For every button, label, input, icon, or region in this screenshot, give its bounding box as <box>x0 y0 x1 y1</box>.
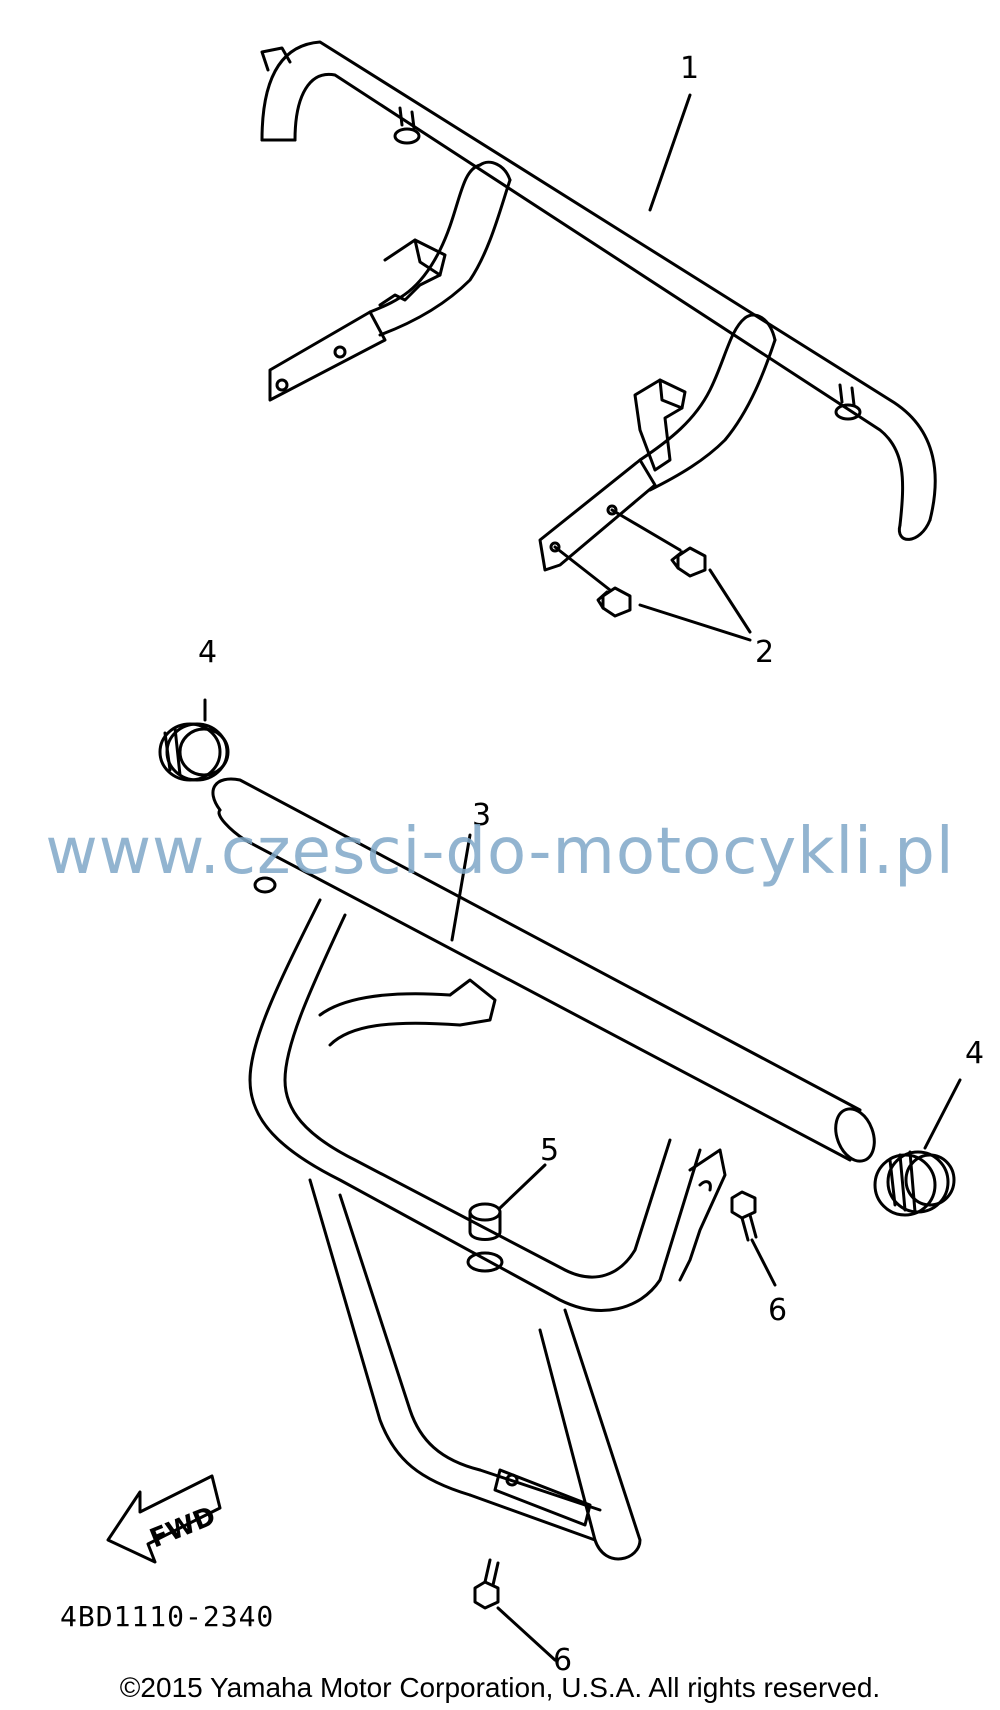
bolts-part-2 <box>553 508 752 642</box>
bolts-part-6 <box>473 1190 777 1662</box>
end-plug-part-4-right <box>873 1078 962 1217</box>
callout-part-4-top: 4 <box>198 635 217 670</box>
callout-part-5: 5 <box>540 1133 559 1168</box>
callout-part-1: 1 <box>680 51 699 86</box>
damper-part-5 <box>466 1163 547 1273</box>
fwd-label: FWD <box>146 1501 220 1554</box>
diagram-code: 4BD1110-2340 <box>60 1600 275 1633</box>
callout-part-2: 2 <box>755 635 774 670</box>
callout-part-6-mid: 6 <box>768 1293 787 1328</box>
leader-part-1 <box>648 93 692 212</box>
copyright-notice: ©2015 Yamaha Motor Corporation, U.S.A. A… <box>119 1672 881 1703</box>
callout-part-3: 3 <box>472 798 491 833</box>
callout-part-6-bottom: 6 <box>553 1643 572 1678</box>
callout-part-4-right: 4 <box>965 1036 984 1071</box>
leader-part-3 <box>450 833 472 942</box>
watermark: www.czesci-do-motocykli.pl <box>45 815 955 889</box>
fwd-arrow-icon <box>106 1474 222 1564</box>
front-guard-part-3 <box>211 777 876 1561</box>
end-plug-part-4-top <box>158 698 230 782</box>
rear-guard-part-1 <box>260 40 937 572</box>
